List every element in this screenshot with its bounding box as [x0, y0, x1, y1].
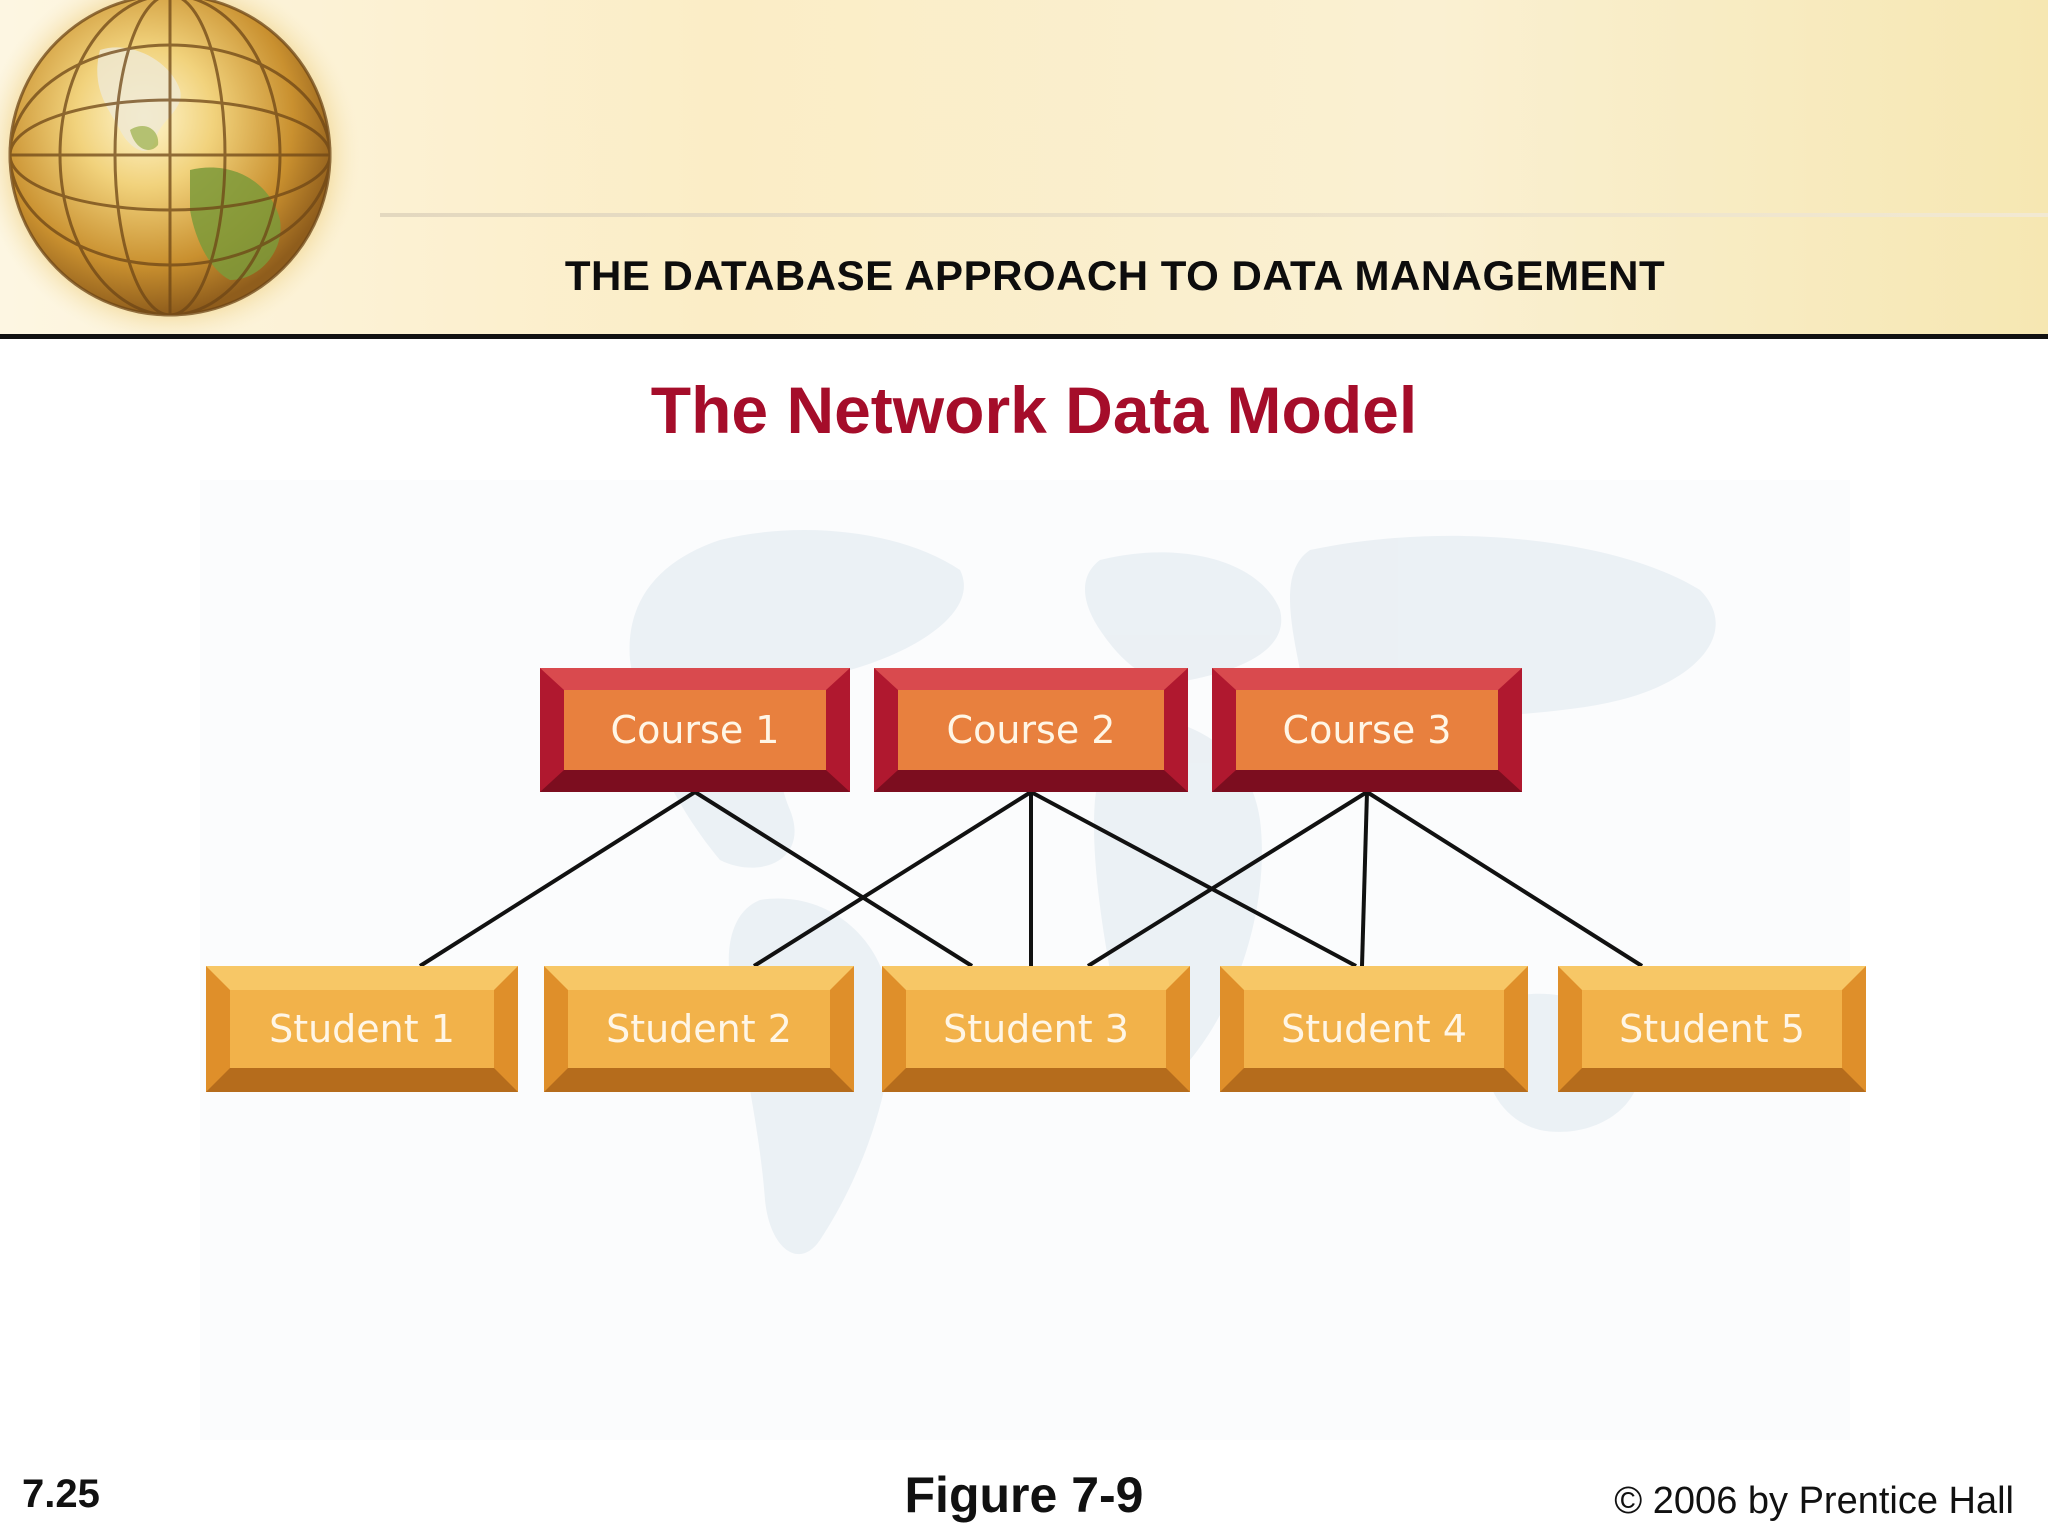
student-node-2: Student 2 — [544, 966, 854, 1092]
globe-logo — [0, 0, 360, 340]
student-label-4: Student 4 — [1281, 1007, 1467, 1051]
student-node-4: Student 4 — [1220, 966, 1528, 1092]
link-c1-s1 — [418, 790, 697, 968]
course-label-1: Course 1 — [611, 708, 780, 752]
header-rule — [0, 334, 2048, 339]
links-layer — [418, 790, 1644, 968]
link-c3-s3 — [1086, 790, 1369, 968]
student-label-3: Student 3 — [943, 1007, 1129, 1051]
figure-caption: Figure 7-9 — [904, 1467, 1144, 1523]
course-node-3: Course 3 — [1212, 668, 1522, 792]
student-node-3: Student 3 — [882, 966, 1190, 1092]
slide-title: The Network Data Model — [650, 373, 1418, 447]
student-node-1: Student 1 — [206, 966, 518, 1092]
course-node-1: Course 1 — [540, 668, 850, 792]
student-node-5: Student 5 — [1558, 966, 1866, 1092]
student-label-2: Student 2 — [606, 1007, 792, 1051]
student-label-5: Student 5 — [1619, 1007, 1805, 1051]
copyright-notice: © 2006 by Prentice Hall — [1614, 1480, 2014, 1522]
slide-number: 7.25 — [22, 1472, 100, 1516]
link-c3-s5 — [1365, 790, 1644, 968]
header-title: THE DATABASE APPROACH TO DATA MANAGEMENT — [564, 252, 1666, 299]
course-label-2: Course 2 — [947, 708, 1116, 752]
link-c2-s2 — [752, 790, 1033, 968]
course-label-3: Course 3 — [1283, 708, 1452, 752]
link-c1-s3 — [693, 790, 974, 968]
link-c2-s4 — [1030, 790, 1357, 968]
student-label-1: Student 1 — [269, 1007, 455, 1051]
course-node-2: Course 2 — [874, 668, 1188, 792]
link-c3-s4 — [1360, 791, 1369, 967]
header-divider — [380, 213, 2048, 217]
